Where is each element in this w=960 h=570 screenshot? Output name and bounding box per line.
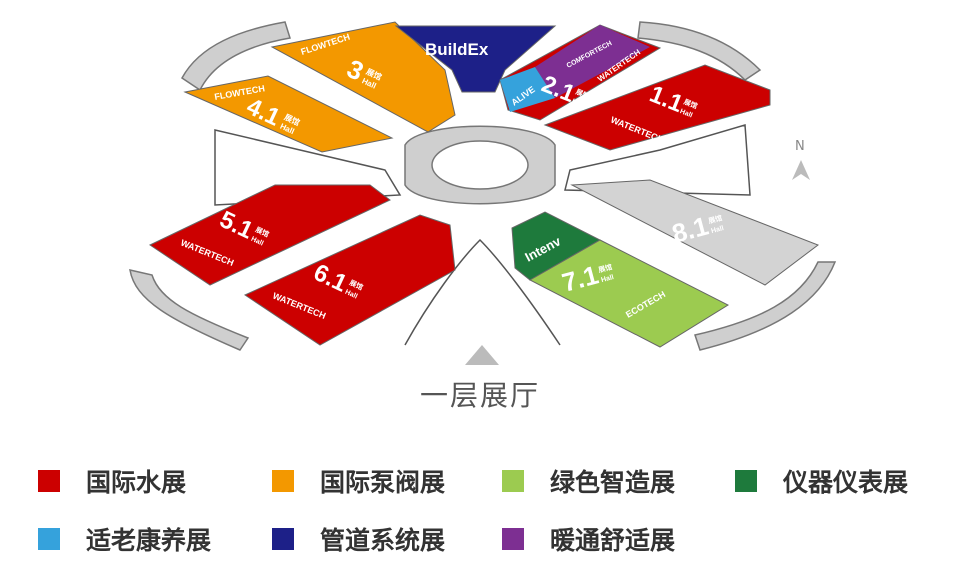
center-plaza	[431, 140, 529, 190]
legend-swatch	[272, 470, 294, 492]
hall-7-1[interactable]	[528, 239, 730, 348]
legend-label: 国际水展	[86, 468, 187, 497]
legend-label: 国际泵阀展	[320, 468, 446, 497]
legend-label: 绿色智造展	[550, 468, 676, 497]
legend-item: 绿色智造展	[502, 463, 675, 499]
hall-2-1-alive	[500, 67, 555, 112]
outlines	[214, 124, 751, 346]
legend-label: 仪器仪表展	[783, 468, 909, 497]
hall-6-1[interactable]	[243, 214, 456, 346]
walkway-ne	[637, 21, 762, 81]
hall-en: Hall	[250, 236, 265, 248]
walkway-se	[694, 261, 837, 351]
legend-swatch	[38, 528, 60, 550]
hall-en: Hall	[679, 108, 694, 119]
legend-swatch	[38, 470, 60, 492]
legend-item: 管道系统展	[272, 521, 445, 557]
hall-en: Hall	[600, 274, 614, 284]
hall-4-1[interactable]	[183, 75, 394, 153]
hall-buildex[interactable]	[394, 25, 557, 93]
hall-2-1-comfortech	[535, 25, 650, 98]
hall-en: Hall	[571, 98, 586, 109]
legend-swatch	[735, 470, 757, 492]
buildex-logo: BuildEx	[425, 40, 489, 59]
hall-en: Hall	[344, 289, 359, 301]
legend-label: 适老康养展	[86, 526, 212, 555]
walkway-nw	[181, 21, 291, 92]
north-arrow-icon	[792, 160, 810, 180]
legend-swatch	[502, 470, 524, 492]
floor-title: 一层展厅	[419, 379, 540, 412]
legend-item: 暖通舒适展	[502, 521, 675, 557]
legend-label: 管道系统展	[320, 526, 446, 555]
legend-item: 国际泵阀展	[272, 463, 445, 499]
hall-8-1[interactable]	[570, 179, 820, 286]
legend-item: 国际水展	[38, 463, 186, 499]
legend-swatch	[502, 528, 524, 550]
north-label: N	[795, 139, 805, 154]
legend-item: 适老康养展	[38, 521, 211, 557]
hall-1-1[interactable]	[543, 64, 771, 151]
legend-swatch	[272, 528, 294, 550]
legend-label: 暖通舒适展	[550, 526, 676, 555]
walkway-sw	[129, 269, 250, 351]
hall-en: Hall	[710, 225, 724, 235]
legend-item: 仪器仪表展	[735, 463, 908, 499]
hall-5-1[interactable]	[148, 184, 391, 286]
hall-3[interactable]	[270, 21, 456, 133]
entrance-arrow-icon	[465, 345, 499, 365]
